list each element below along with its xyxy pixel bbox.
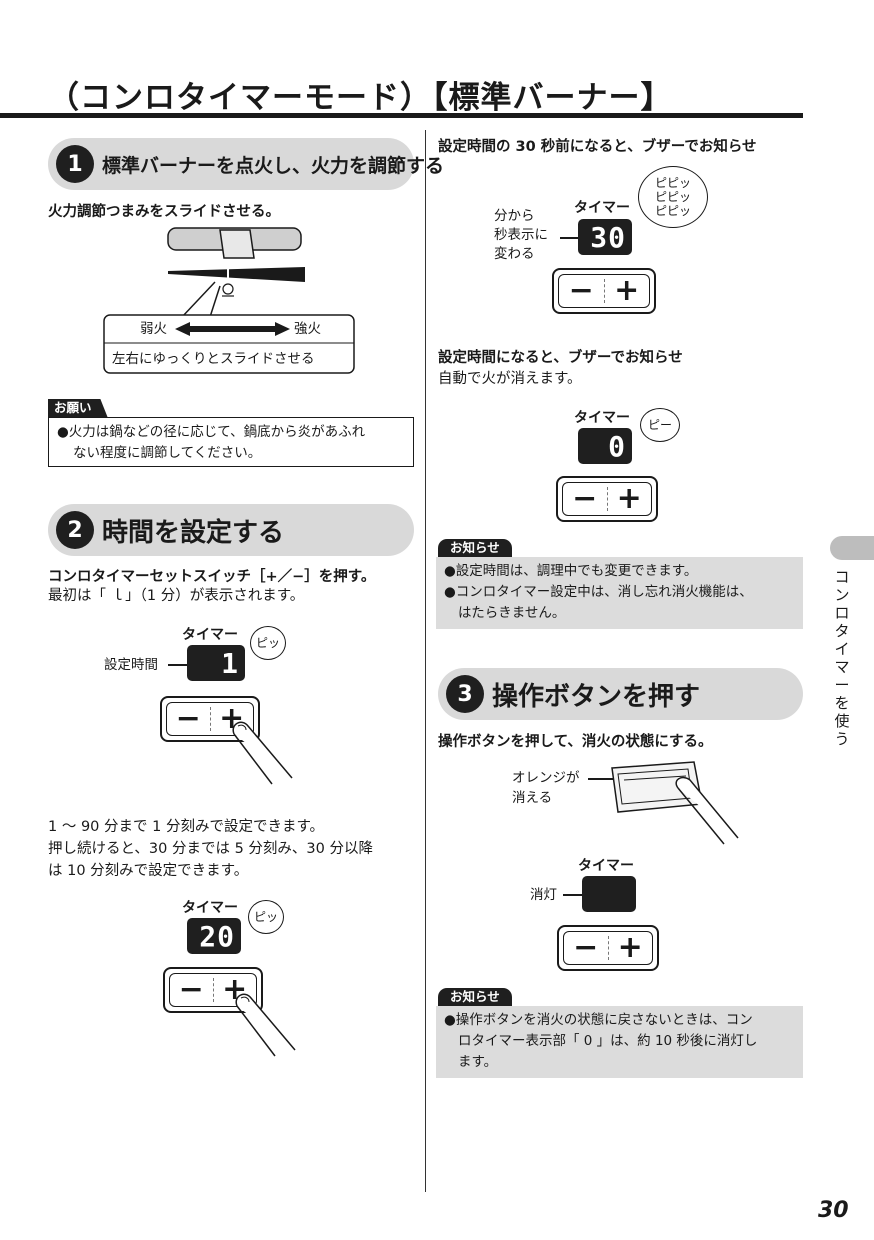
change-label: 分から 秒表示に 変わる bbox=[494, 207, 548, 264]
info-box-2: ●操作ボタンを消火の状態に戻さないときは、コン ロタイマー表示部「 0 」は、約… bbox=[436, 1006, 803, 1078]
step3-title: 操作ボタンを押す bbox=[492, 681, 701, 712]
column-divider bbox=[425, 130, 426, 1192]
orange-off-label: オレンジが 消える bbox=[512, 768, 580, 808]
minus-button-5[interactable]: − bbox=[573, 930, 599, 965]
info-tag-1: お知らせ bbox=[438, 539, 512, 557]
timer-label-5: タイマー bbox=[578, 858, 634, 874]
beep-bubble-2: ピッ bbox=[248, 900, 284, 934]
step2-sub: 最初は「 ｌ」（1 分）が表示されます。 bbox=[48, 588, 305, 604]
burner-slider-illustration bbox=[103, 227, 355, 374]
timer-label-2: タイマー bbox=[182, 900, 238, 916]
setting-time-label: 設定時間 bbox=[104, 657, 158, 673]
beep-line-3: ピピッ bbox=[654, 204, 691, 218]
step2-para-line-3: は 10 分刻みで設定できます。 bbox=[48, 863, 249, 879]
step3-instruction: 操作ボタンを押して、消火の状態にする。 bbox=[438, 734, 713, 750]
beep-bubble-4: ピー bbox=[640, 408, 680, 442]
request-tag: お願い bbox=[48, 399, 108, 417]
step2-para-line-1: 1 ～ 90 分まで 1 分刻みで設定できます。 bbox=[48, 819, 324, 835]
info2-line-3: ます。 bbox=[458, 1054, 498, 1070]
flame-icon bbox=[222, 283, 234, 295]
side-tab-text: コンロタイマーを使う bbox=[834, 568, 850, 748]
side-tab-marker bbox=[830, 536, 874, 560]
beep-bubble-1: ピッ bbox=[250, 626, 286, 660]
minus-button-3[interactable]: − bbox=[568, 273, 594, 308]
orange-label-line-1: オレンジが bbox=[512, 770, 580, 786]
plus-button-5[interactable]: + bbox=[617, 930, 643, 965]
orange-label-line-2: 消える bbox=[512, 790, 553, 806]
finger-icon bbox=[232, 721, 293, 785]
operation-button-illustration[interactable] bbox=[606, 758, 746, 848]
request-box: ●火力は鍋などの径に応じて、鍋底から炎があふれ ない程度に調節してください。 bbox=[48, 417, 414, 467]
beep-line-1: ピピッ bbox=[654, 176, 691, 190]
change-label-line-1: 分から bbox=[494, 208, 535, 224]
step1-title: 標準バーナーを点火し、火力を調節する bbox=[102, 154, 445, 177]
plus-button-3[interactable]: + bbox=[614, 273, 640, 308]
timer-label: タイマー bbox=[182, 627, 238, 643]
slider-knob-shape bbox=[219, 229, 255, 259]
step3-header: 3 操作ボタンを押す bbox=[438, 668, 803, 720]
step2-paragraph: 1 ～ 90 分まで 1 分刻みで設定できます。 押し続けると、30 分までは … bbox=[48, 816, 373, 882]
left-right-arrow-icon bbox=[175, 322, 290, 336]
step2-title: 時間を設定する bbox=[102, 517, 285, 548]
weak-flame-label: 弱火 bbox=[140, 321, 167, 337]
beep-line-2: ピピッ bbox=[654, 190, 691, 204]
step2-para-line-2: 押し続けると、30 分までは 5 分刻み、30 分以降 bbox=[48, 841, 373, 857]
info2-line-1: ●操作ボタンを消火の状態に戻さないときは、コン bbox=[444, 1012, 753, 1028]
timer-set-switch-3[interactable]: − + bbox=[552, 268, 656, 314]
timer-set-switch-4[interactable]: − + bbox=[556, 476, 658, 522]
info-tag-2: お知らせ bbox=[438, 988, 512, 1006]
step1-number: 1 bbox=[56, 145, 94, 183]
change-label-line-2: 秒表示に bbox=[494, 227, 548, 243]
minus-button[interactable]: − bbox=[175, 701, 201, 736]
request-line-2: ない程度に調節してください。 bbox=[73, 445, 262, 461]
timer-display-off bbox=[582, 876, 636, 912]
finger-icon-2 bbox=[235, 993, 296, 1057]
strong-flame-label: 強火 bbox=[294, 321, 321, 337]
plus-button-4[interactable]: + bbox=[616, 481, 642, 516]
timer-display-30: 30 bbox=[578, 219, 632, 255]
timer-display-0: 0 bbox=[578, 428, 632, 464]
info1-line-3: はたらきません。 bbox=[458, 605, 566, 621]
step2-header: 2 時間を設定する bbox=[48, 504, 414, 556]
step1-instruction: 火力調節つまみをスライドさせる。 bbox=[48, 204, 280, 220]
section-30sec-title: 設定時間の 30 秒前になると、ブザーでお知らせ bbox=[438, 139, 757, 155]
info1-line-1: ●設定時間は、調理中でも変更できます。 bbox=[444, 563, 698, 579]
page-number: 30 bbox=[818, 1198, 849, 1223]
slide-callout-box bbox=[103, 314, 355, 374]
section-time-reached-sub: 自動で火が消えます。 bbox=[438, 371, 582, 387]
timer-set-switch-1[interactable]: − + bbox=[160, 696, 260, 742]
timer-label-3: タイマー bbox=[574, 200, 630, 216]
slide-note: 左右にゆっくりとスライドさせる bbox=[112, 351, 315, 367]
timer-display-2: 20 bbox=[187, 918, 241, 954]
timer-set-switch-5[interactable]: − + bbox=[557, 925, 659, 971]
info2-line-2: ロタイマー表示部「 0 」は、約 10 秒後に消灯し bbox=[458, 1033, 758, 1049]
minus-button-4[interactable]: − bbox=[572, 481, 598, 516]
beep-bubble-3: ピピッ ピピッ ピピッ bbox=[638, 166, 708, 228]
timer-set-switch-2[interactable]: − + bbox=[163, 967, 263, 1013]
timer-display-1: 1 bbox=[187, 645, 245, 681]
info-box-1: ●設定時間は、調理中でも変更できます。 ●コンロタイマー設定中は、消し忘れ消火機… bbox=[436, 557, 803, 629]
change-label-line-3: 変わる bbox=[494, 246, 535, 262]
info1-line-2: ●コンロタイマー設定中は、消し忘れ消火機能は、 bbox=[444, 584, 753, 600]
step3-number: 3 bbox=[446, 675, 484, 713]
page-title: （コンロタイマーモード）【標準バーナー】 bbox=[48, 80, 673, 116]
step2-number: 2 bbox=[56, 511, 94, 549]
step2-instruction: コンロタイマーセットスイッチ［+／−］を押す。 bbox=[48, 569, 376, 585]
finger-icon-3 bbox=[675, 776, 739, 839]
off-label: 消灯 bbox=[530, 887, 557, 903]
flame-scale-shape bbox=[168, 267, 305, 282]
step1-header: 1 標準バーナーを点火し、火力を調節する bbox=[48, 138, 444, 190]
request-line-1: ●火力は鍋などの径に応じて、鍋底から炎があふれ bbox=[57, 424, 366, 440]
title-rule bbox=[0, 113, 803, 118]
minus-button-2[interactable]: − bbox=[178, 972, 204, 1007]
timer-label-4: タイマー bbox=[574, 410, 630, 426]
section-time-reached-title: 設定時間になると、ブザーでお知らせ bbox=[438, 350, 683, 366]
